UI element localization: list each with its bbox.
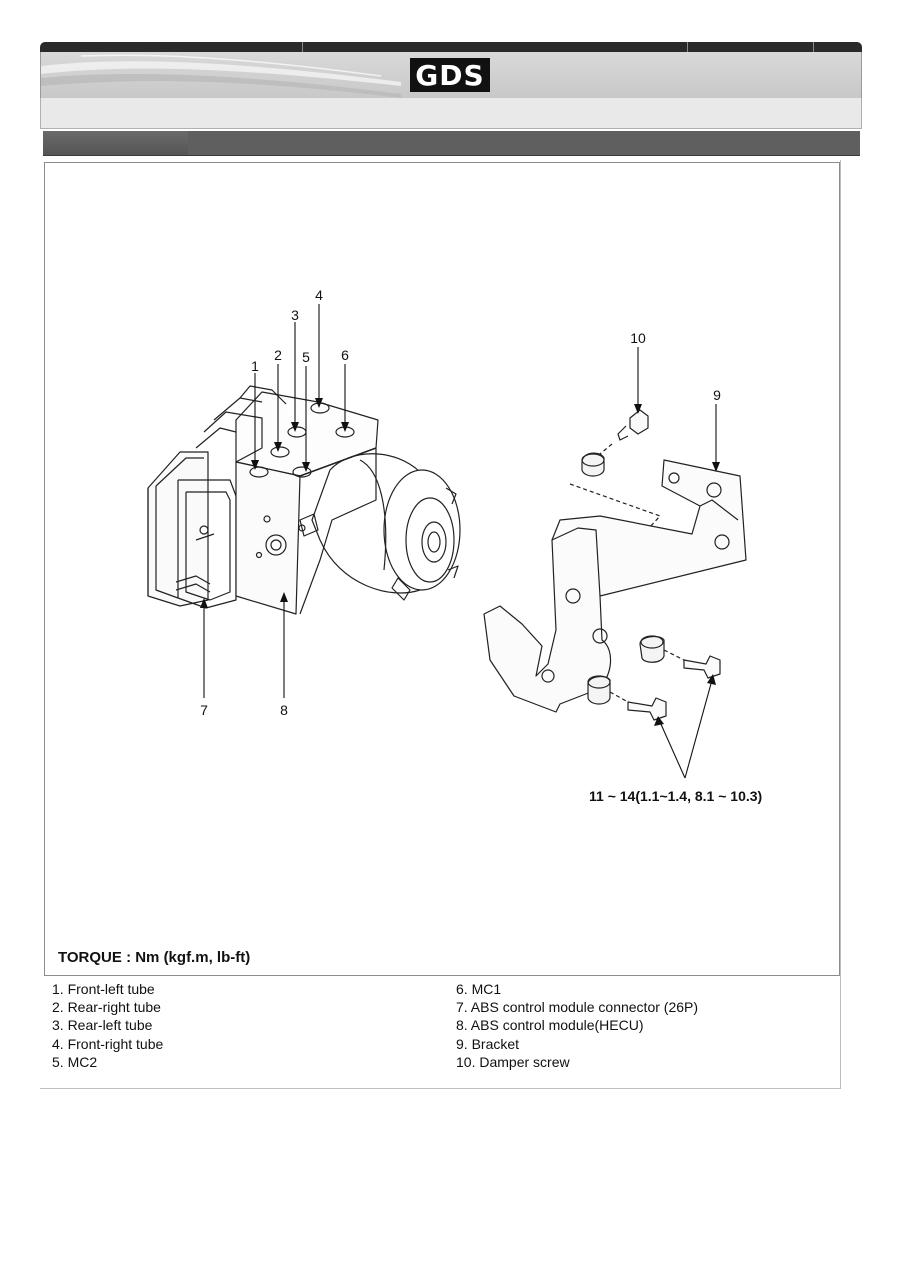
callout-7: 7 bbox=[200, 702, 208, 718]
section-title-bar bbox=[43, 131, 860, 156]
callout-labels: 1 2 3 4 5 6 7 8 9 10 bbox=[200, 287, 721, 718]
callout-10: 10 bbox=[630, 330, 646, 346]
legend-item: 7. ABS control module connector (26P) bbox=[456, 999, 699, 1016]
torque-unit-note: TORQUE : Nm (kgf.m, lb-ft) bbox=[58, 949, 251, 966]
leader-lines bbox=[203, 304, 717, 779]
connector-housing-drawing bbox=[147, 451, 237, 609]
legend-item: 9. Bracket bbox=[456, 1035, 520, 1052]
svg-text:GDS: GDS bbox=[415, 59, 484, 92]
section-title-tab bbox=[43, 131, 188, 155]
legend-item: 8. ABS control module(HECU) bbox=[456, 1017, 644, 1034]
legend-item: 5. MC2 bbox=[52, 1053, 98, 1070]
callout-3: 3 bbox=[291, 307, 299, 323]
legend-item: 2. Rear-right tube bbox=[52, 999, 161, 1016]
leader-arrowheads bbox=[200, 398, 720, 726]
callout-9: 9 bbox=[713, 387, 721, 403]
legend-item: 1. Front-left tube bbox=[52, 981, 155, 997]
mounting-bolts-drawing bbox=[587, 635, 721, 721]
legend-left-column: 1. Front-left tube 2. Rear-right tube 3.… bbox=[52, 980, 163, 1071]
hecu-block-drawing bbox=[195, 385, 379, 615]
header-top-strip bbox=[40, 42, 862, 52]
callout-5: 5 bbox=[302, 349, 310, 365]
banner-swoosh-decoration bbox=[41, 54, 401, 98]
bracket-drawing bbox=[483, 459, 747, 713]
legend-item: 6. MC1 bbox=[456, 981, 502, 997]
callout-2: 2 bbox=[274, 347, 282, 363]
header-sub-bar bbox=[40, 98, 862, 129]
callout-4: 4 bbox=[315, 287, 323, 303]
pump-motor-drawing bbox=[311, 453, 461, 601]
content-frame bbox=[40, 160, 841, 1089]
legend-right-column: 6. MC1 7. ABS control module connector (… bbox=[456, 980, 698, 1071]
legend-item: 10. Damper screw bbox=[456, 1053, 570, 1070]
torque-spec-label: 11 ~ 14(1.1~1.4, 8.1 ~ 10.3) bbox=[589, 788, 763, 804]
legend-item: 3. Rear-left tube bbox=[52, 1017, 153, 1034]
callout-1: 1 bbox=[251, 358, 259, 374]
damper-screw-drawing bbox=[569, 409, 661, 587]
gds-logo: GDS bbox=[410, 58, 490, 92]
callout-6: 6 bbox=[341, 347, 349, 363]
callout-8: 8 bbox=[280, 702, 288, 718]
legend-item: 4. Front-right tube bbox=[52, 1035, 164, 1052]
